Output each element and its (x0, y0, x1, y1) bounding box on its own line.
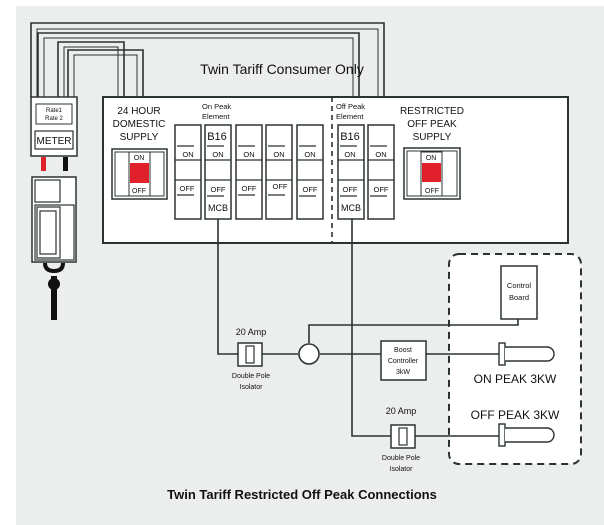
domestic-label-line1: 24 HOUR (117, 106, 160, 117)
control-board-line1: Control (507, 281, 532, 290)
breaker-off: OFF (180, 184, 195, 193)
breaker-type: MCB (208, 203, 228, 213)
meter-rate2: Rate 2 (45, 116, 63, 122)
breaker-on: ON (212, 150, 223, 159)
breaker-off: OFF (374, 185, 389, 194)
domestic-switch-toggle[interactable] (130, 163, 149, 183)
breaker-rating: B16 (340, 131, 360, 143)
off-peak-label-line1: Off Peak (336, 102, 365, 111)
domestic-switch-on: ON (134, 155, 145, 162)
breaker[interactable]: ON OFF (296, 124, 324, 220)
restricted-main-switch[interactable]: ON OFF (403, 147, 461, 200)
breaker-off: OFF (242, 184, 257, 193)
isolator-off-peak-label-line1: Double Pole (382, 455, 420, 462)
off-peak-element-label: OFF PEAK 3KW (471, 408, 560, 422)
boost-controller[interactable]: Boost Controller 3kW (380, 340, 427, 381)
diagram-title: Twin Tariff Consumer Only (200, 61, 364, 77)
supply-wires (30, 22, 385, 97)
breaker-off: OFF (303, 185, 318, 194)
breaker-on: ON (344, 150, 355, 159)
control-board[interactable]: Control Board (500, 265, 538, 320)
breaker[interactable]: ON OFF (174, 124, 202, 220)
breaker-type: MCB (341, 203, 361, 213)
restricted-supply: RESTRICTED OFF PEAK SUPPLY (400, 106, 464, 143)
meter-label: METER (37, 136, 72, 147)
restricted-label-line1: RESTRICTED (400, 106, 464, 117)
boost-controller-line1: Boost (394, 347, 412, 354)
breaker-off: OFF (273, 182, 288, 191)
isolator-off-peak[interactable] (390, 424, 416, 449)
service-cutout (31, 176, 77, 320)
breaker-on: ON (375, 150, 386, 159)
breaker-off: OFF (211, 185, 226, 194)
boost-controller-line2: Controller (388, 358, 419, 365)
restricted-switch-toggle[interactable] (422, 163, 441, 182)
breaker-on: ON (273, 150, 284, 159)
breaker-rating: B16 (207, 131, 227, 143)
isolator-on-peak-label-line2: Isolator (240, 384, 264, 391)
restricted-switch-off: OFF (425, 188, 439, 195)
meter: Rate1 Rate 2 METER (30, 96, 78, 157)
junction-box (298, 343, 320, 365)
on-peak-breakers: ON OFF B16 ON OFF MCB ON OFF (174, 124, 324, 220)
on-peak-label-line2: Element (202, 112, 230, 121)
control-board-line2: Board (509, 293, 529, 302)
on-peak-element (498, 342, 555, 366)
diagram-caption: Twin Tariff Restricted Off Peak Connecti… (167, 487, 437, 502)
isolator-on-peak-rating: 20 Amp (236, 327, 267, 337)
restricted-label-line2: OFF PEAK (407, 119, 457, 130)
breaker-on: ON (182, 150, 193, 159)
isolator-off-peak-rating: 20 Amp (386, 406, 417, 416)
off-peak-label-line2: Element (336, 112, 364, 121)
on-peak-label-line1: On Peak (202, 102, 231, 111)
enclosure-wiring (449, 319, 519, 437)
breaker-off: OFF (343, 185, 358, 194)
domestic-switch-off: OFF (132, 188, 146, 195)
breaker[interactable]: ON OFF (235, 124, 263, 220)
breaker-b16-on-peak[interactable]: B16 ON OFF MCB (204, 124, 232, 220)
isolator-on-peak[interactable] (237, 342, 263, 367)
live-tail (41, 157, 46, 171)
off-peak-element (498, 423, 555, 447)
breaker[interactable]: ON OFF (265, 124, 293, 220)
off-peak-breakers: B16 ON OFF MCB ON OFF (337, 124, 395, 220)
restricted-label-line3: SUPPLY (413, 132, 452, 143)
domestic-label-line2: DOMESTIC (113, 119, 166, 130)
boost-controller-line3: 3kW (396, 369, 410, 376)
neutral-tail (63, 157, 68, 171)
domestic-main-switch[interactable]: ON OFF (111, 148, 168, 200)
breaker-b16-off-peak[interactable]: B16 ON OFF MCB (337, 124, 365, 220)
domestic-label-line3: SUPPLY (120, 132, 159, 143)
breaker-on: ON (304, 150, 315, 159)
isolator-on-peak-label-line1: Double Pole (232, 373, 270, 380)
meter-rate1: Rate1 (46, 108, 63, 114)
isolator-off-peak-label-line2: Isolator (390, 466, 414, 473)
breaker[interactable]: ON OFF (367, 124, 395, 220)
domestic-supply: 24 HOUR DOMESTIC SUPPLY (113, 106, 166, 143)
breaker-on: ON (243, 150, 254, 159)
restricted-switch-on: ON (426, 155, 437, 162)
on-peak-element-label: ON PEAK 3KW (474, 372, 557, 386)
